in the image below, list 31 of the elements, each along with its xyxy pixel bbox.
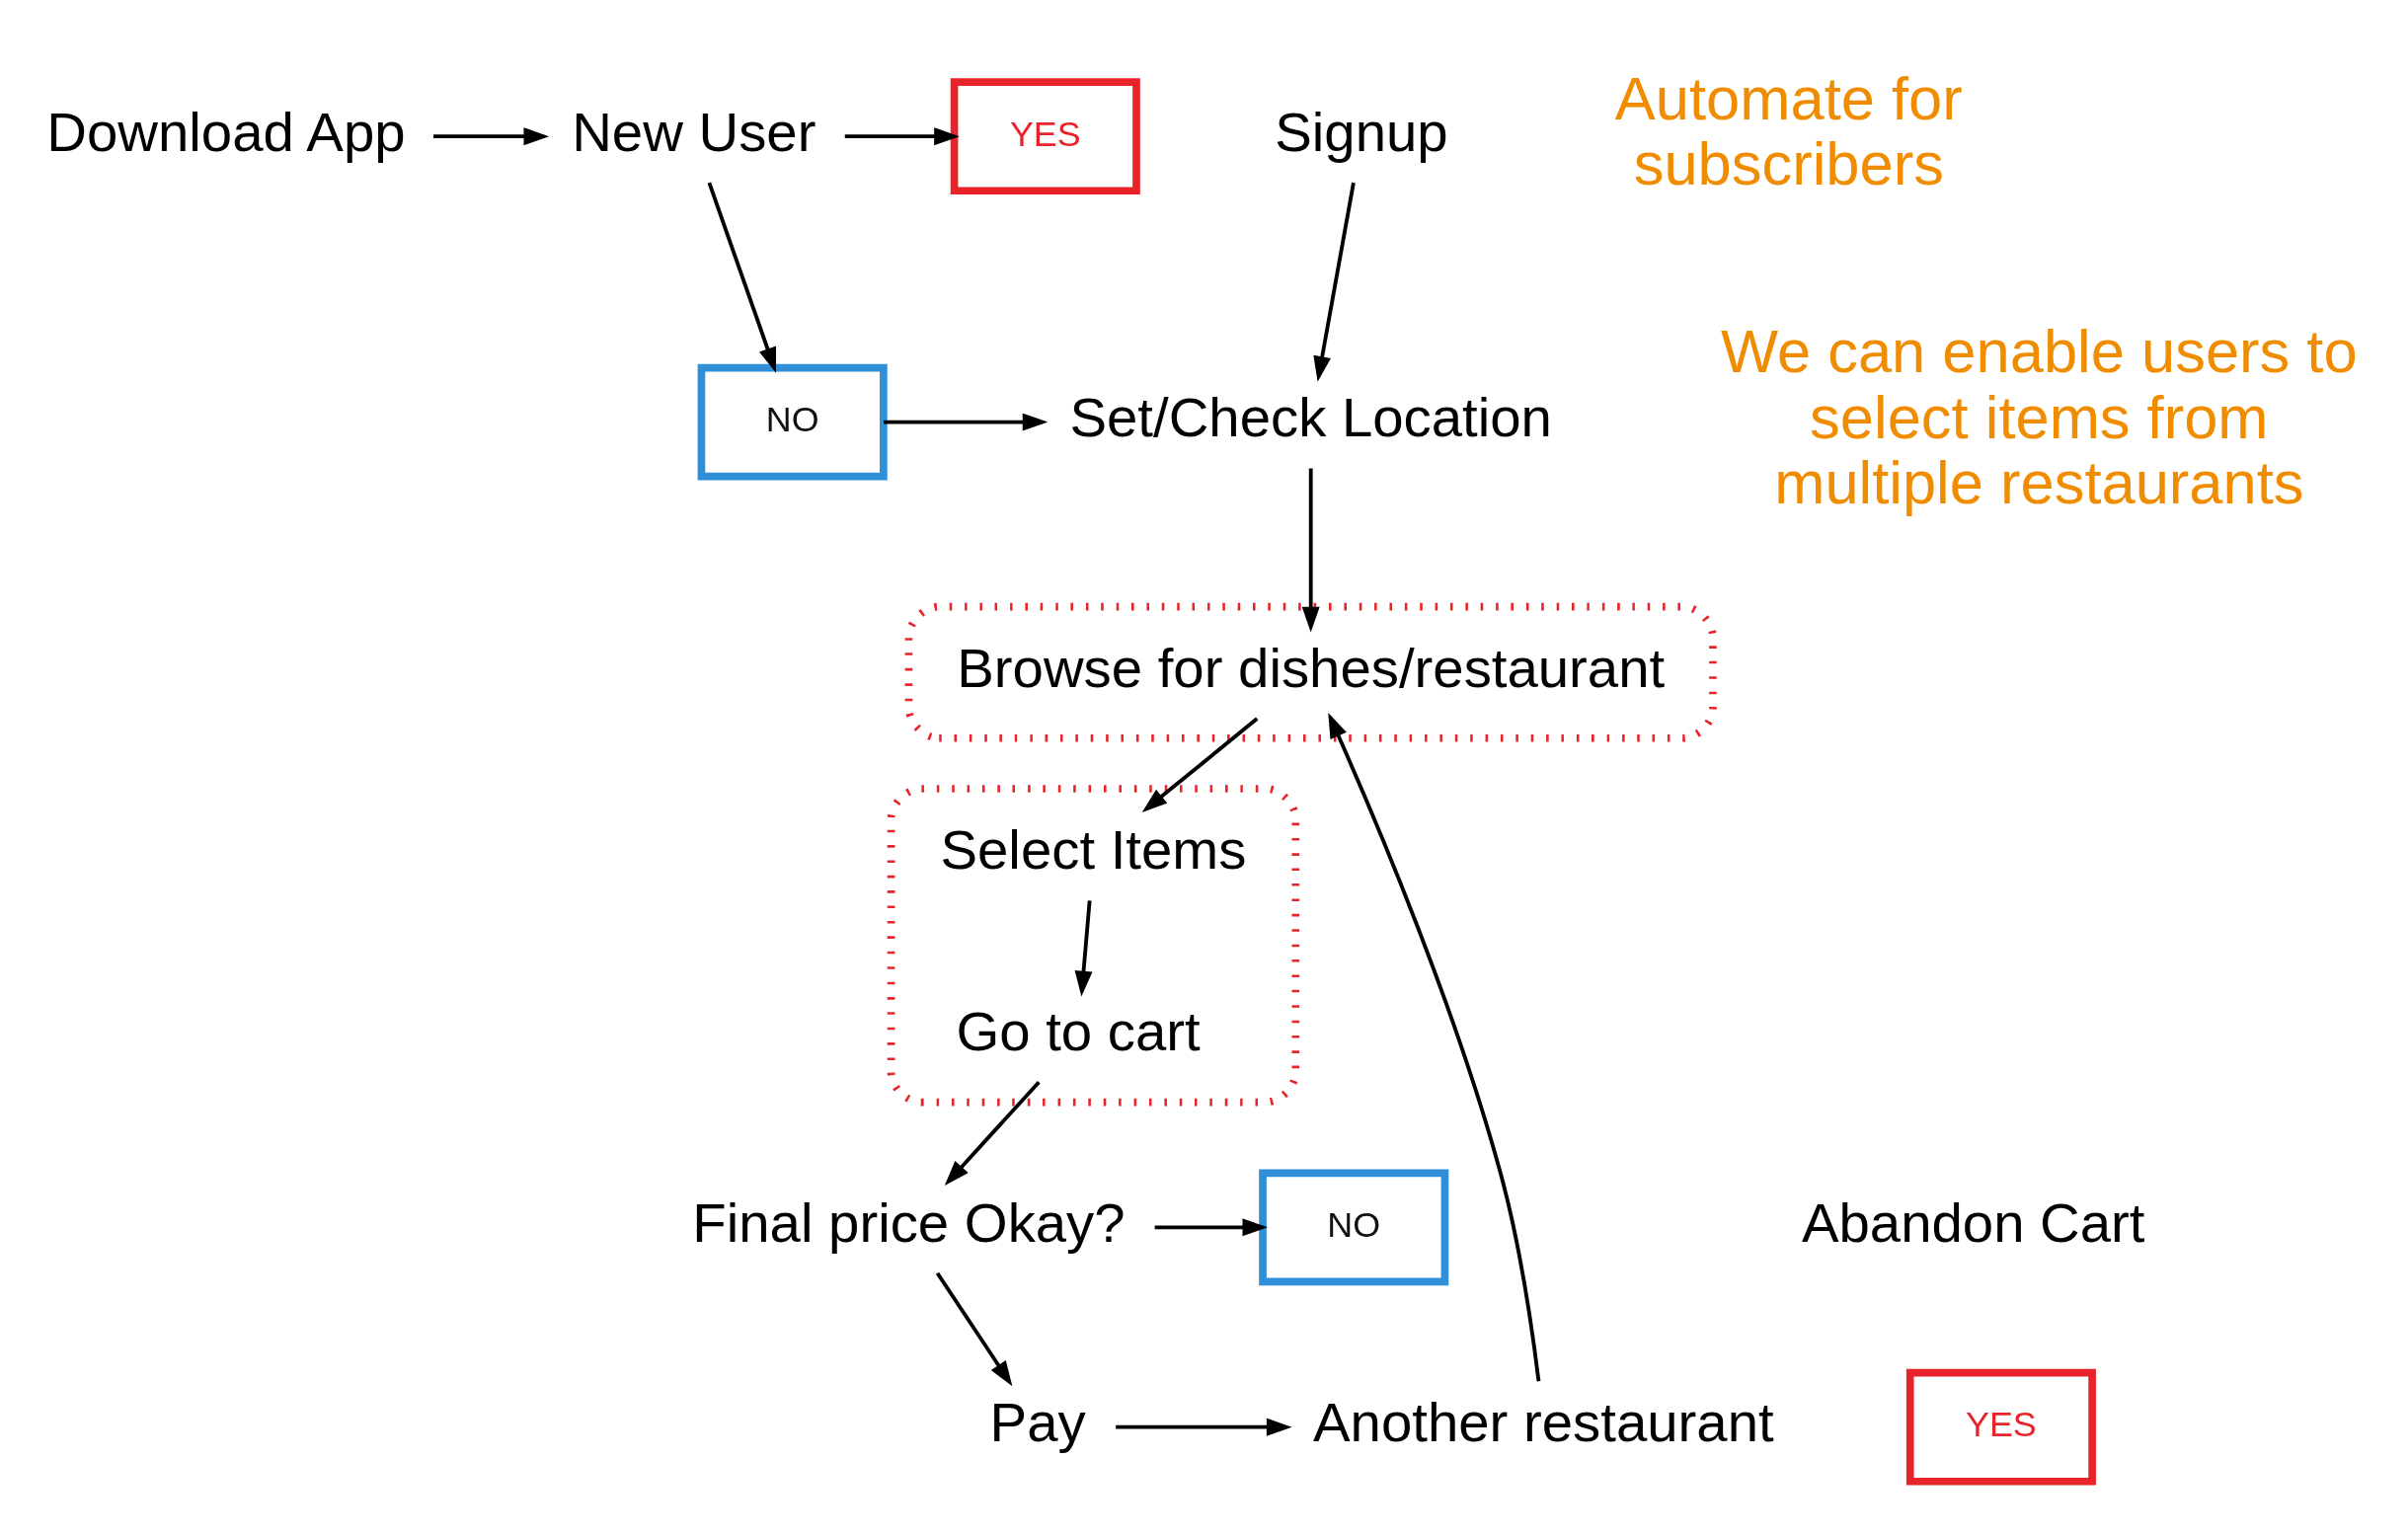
node-text: Download App <box>46 100 406 163</box>
node-box: NO <box>697 363 888 480</box>
node-text: New User <box>572 100 816 163</box>
node-text: Final price Okay? <box>692 1190 1126 1254</box>
arrow <box>707 182 777 373</box>
arrow <box>1074 899 1093 996</box>
node-text: Set/Check Location <box>1069 385 1552 448</box>
arrow <box>1154 1217 1269 1236</box>
arrow <box>844 126 960 145</box>
node-text: Another restaurant <box>1313 1390 1774 1453</box>
arrow <box>883 413 1049 431</box>
arrow <box>1313 182 1356 382</box>
node-box: YES <box>950 77 1140 194</box>
node-box: YES <box>1905 1368 2096 1486</box>
node-text: Browse for dishes/restaurant <box>957 636 1666 699</box>
arrow <box>1141 717 1259 812</box>
node-box: NO <box>1259 1168 1449 1285</box>
label: Automate for subscribers <box>1614 63 1963 197</box>
node-text: Pay <box>989 1390 1086 1453</box>
label: We can enable users to select items from multiple restaurants <box>1721 316 2358 516</box>
node-text: Go to cart <box>956 999 1201 1062</box>
arrow <box>1116 1418 1292 1436</box>
node-text: Signup <box>1275 100 1448 163</box>
arrow <box>433 126 550 145</box>
arrow <box>1328 712 1541 1381</box>
cluster <box>887 784 1300 1106</box>
arrow <box>935 1271 1013 1386</box>
node-text: Abandon Cart <box>1801 1190 2145 1254</box>
arrow <box>1301 468 1320 632</box>
node-text: Select Items <box>940 817 1247 881</box>
arrow <box>944 1080 1041 1186</box>
